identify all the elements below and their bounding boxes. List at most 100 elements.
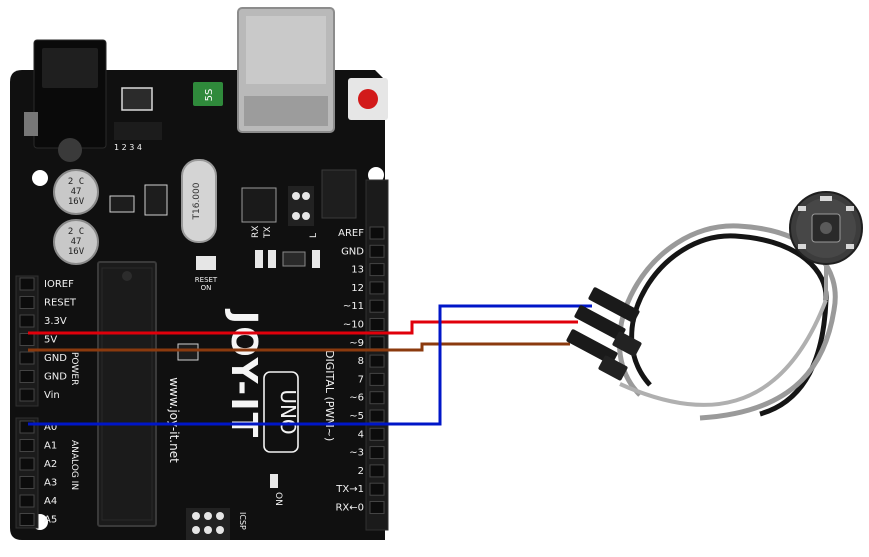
capacitor-1-label: 2 C xyxy=(68,177,84,187)
svg-text:2 C: 2 C xyxy=(68,227,84,237)
power-pin-socket xyxy=(19,333,35,346)
dc-jack xyxy=(24,39,107,162)
digital-pin-socket xyxy=(369,427,385,441)
digital-pin-socket xyxy=(369,372,385,386)
analog-pin-socket xyxy=(19,457,35,471)
fuse: 5S xyxy=(193,82,223,106)
digital-pin-11: 4 xyxy=(358,429,364,440)
analog-pin-1: A1 xyxy=(44,441,57,452)
resistor-array xyxy=(282,251,306,267)
analog-pin-socket xyxy=(19,476,35,489)
reset-jumper xyxy=(196,256,216,270)
model-label: UNO xyxy=(276,389,300,434)
wire-5v xyxy=(28,320,578,335)
sensor-cable-gray-2 xyxy=(619,299,828,407)
power-pin-socket xyxy=(19,388,35,402)
rx-label: RX xyxy=(251,226,261,238)
sensor-board xyxy=(789,191,863,265)
digital-pin-3: 12 xyxy=(351,283,364,294)
fuse-label: 5S xyxy=(204,89,215,102)
digital-pin-socket xyxy=(369,464,385,478)
l-label: L xyxy=(309,233,319,238)
crystal: T16.000 xyxy=(181,159,217,243)
digital-pin-14: TX→1 xyxy=(335,484,364,495)
header-block xyxy=(321,169,357,219)
wire-a0 xyxy=(28,304,592,426)
usb-connector xyxy=(237,7,335,133)
website-label: www.joy-it.net xyxy=(167,377,181,463)
uno-logo: UNO xyxy=(263,371,300,453)
pulse-sensor xyxy=(566,191,863,421)
analog-header-label: ANALOG IN xyxy=(69,440,79,490)
smd-component xyxy=(144,184,168,216)
digital-pin-socket xyxy=(369,299,385,313)
power-pin-5: GND xyxy=(44,372,67,383)
on-label: ON xyxy=(273,492,283,506)
svg-text:47: 47 xyxy=(71,237,82,247)
power-pin-4: GND xyxy=(44,353,67,364)
icsp-header-usb xyxy=(288,186,314,226)
rx-led xyxy=(255,250,263,268)
mount-hole xyxy=(368,167,384,183)
analog-pin-4: A4 xyxy=(44,496,57,507)
digital-pin-4: ~11 xyxy=(343,301,364,312)
digital-pin-socket xyxy=(369,409,385,423)
atmega-chip xyxy=(97,261,157,527)
brand-logo: JOY-IT xyxy=(223,308,264,439)
digital-pin-8: 7 xyxy=(358,374,364,385)
arduino-board: 5S 1 2 3 4 2 C 47 16V 2 C 47 16V T16.000 xyxy=(10,7,389,540)
digital-pin-10: ~5 xyxy=(349,411,364,422)
digital-pin-9: ~6 xyxy=(349,393,364,404)
usb-chip xyxy=(241,187,277,223)
power-pin-socket xyxy=(19,296,35,309)
analog-pin-socket xyxy=(19,439,35,452)
ic-pin-label: 1 2 3 4 xyxy=(114,143,142,152)
digital-pin-15: RX←0 xyxy=(335,503,364,514)
power-pin-socket xyxy=(19,351,35,365)
digital-pin-socket xyxy=(369,281,385,295)
analog-pin-0: A0 xyxy=(44,422,57,433)
digital-pin-socket xyxy=(369,482,385,496)
digital-pin-5: ~10 xyxy=(343,320,364,331)
digital-pin-socket xyxy=(369,354,385,368)
digital-pin-socket xyxy=(369,501,385,514)
smd-component xyxy=(109,195,135,213)
svg-text:16V: 16V xyxy=(68,197,85,207)
digital-pin-6: ~9 xyxy=(349,338,364,349)
power-pin-socket xyxy=(19,277,35,291)
crystal-label: T16.000 xyxy=(192,182,202,220)
digital-pin-socket xyxy=(369,318,385,331)
digital-pin-0: AREF xyxy=(338,228,364,239)
power-header-label: POWER xyxy=(69,352,79,385)
power-pin-socket xyxy=(19,370,35,383)
reset-button[interactable] xyxy=(348,78,388,120)
on-led xyxy=(270,474,278,488)
tx-led xyxy=(268,250,276,268)
power-pin-6: Vin xyxy=(44,390,60,401)
analog-pin-2: A2 xyxy=(44,459,57,470)
digital-pin-13: 2 xyxy=(358,466,364,477)
icsp-label: ICSP xyxy=(238,512,247,530)
digital-pin-1: GND xyxy=(341,246,364,257)
analog-pin-3: A3 xyxy=(44,478,57,489)
tx-label: TX xyxy=(263,226,273,239)
wires xyxy=(28,304,592,426)
digital-pin-7: 8 xyxy=(358,356,364,367)
power-pin-3: 5V xyxy=(44,335,57,346)
power-pin-socket xyxy=(19,314,35,328)
digital-pin-socket xyxy=(369,446,385,460)
svg-text:16V: 16V xyxy=(68,247,85,257)
mount-hole xyxy=(32,170,48,186)
digital-pin-socket xyxy=(369,244,385,258)
power-pin-2: 3.3V xyxy=(44,316,67,327)
reset-on-label: RESET xyxy=(195,276,218,284)
sensor-connectors xyxy=(566,287,642,381)
analog-pin-5: A5 xyxy=(44,515,57,526)
smd-component xyxy=(177,343,199,361)
power-pin-1: RESET xyxy=(44,298,77,309)
digital-header-label: DIGITAL (PWM~) xyxy=(323,350,336,441)
